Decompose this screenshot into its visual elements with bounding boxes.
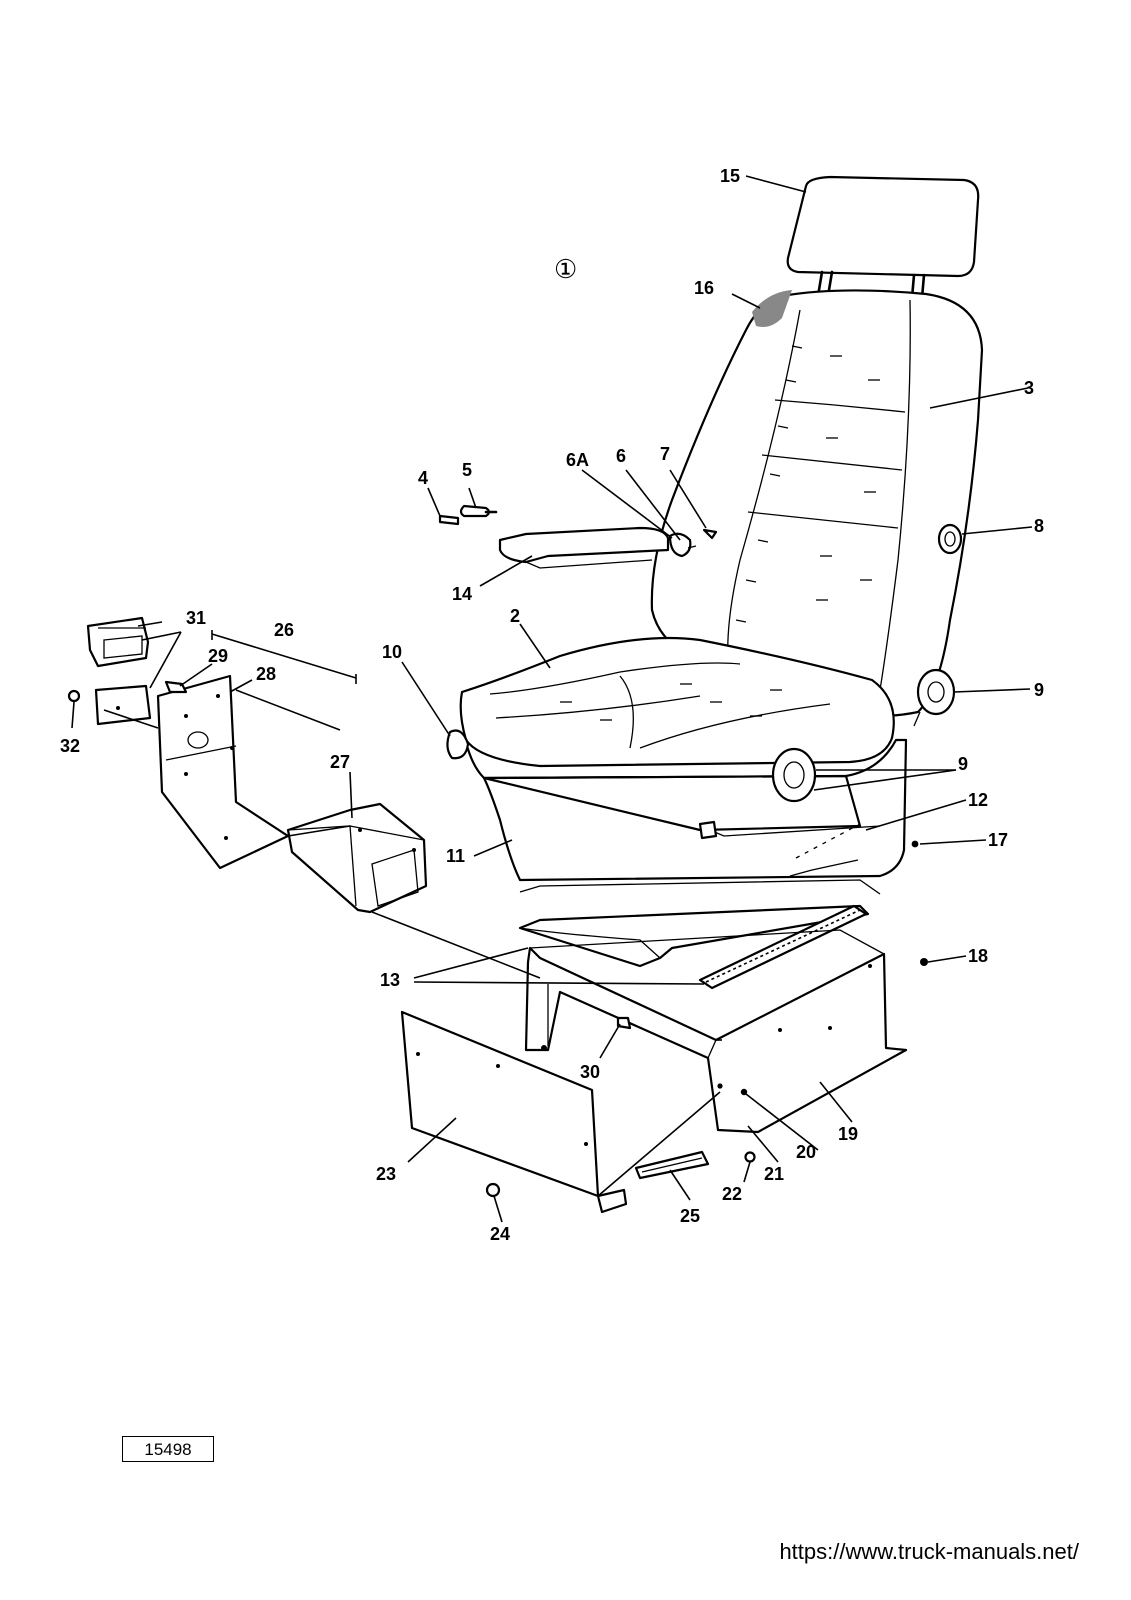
callout-13: 13	[380, 970, 400, 990]
callout-15: 15	[720, 166, 740, 186]
backrest-knob-9	[913, 668, 956, 727]
assembly-lines	[103, 621, 722, 1197]
belt-buckle	[86, 616, 150, 668]
callout-16: 16	[694, 278, 714, 298]
callout-8: 8	[1034, 516, 1044, 536]
callout-9-upper: 9	[1034, 680, 1044, 700]
callout-7: 7	[660, 444, 670, 464]
lever-knob-10	[446, 729, 470, 760]
fasteners	[485, 840, 928, 1214]
height-knob-9	[771, 747, 817, 803]
figure-number-box: 15498	[122, 1436, 214, 1462]
callout-6a: 6A	[566, 450, 589, 470]
callout-3: 3	[1024, 378, 1034, 398]
buckle-plate	[94, 684, 152, 726]
l-bracket	[156, 674, 290, 870]
callout-4: 4	[418, 468, 428, 488]
seat-base	[464, 738, 908, 882]
callout-6: 6	[616, 446, 626, 466]
callout-12: 12	[968, 790, 988, 810]
seat-cushion	[459, 636, 895, 768]
callout-25: 25	[680, 1206, 700, 1226]
callout-19: 19	[838, 1124, 858, 1144]
callout-17: 17	[988, 830, 1008, 850]
callout-24: 24	[490, 1224, 510, 1244]
bracket-box	[286, 802, 428, 914]
leader-lines	[71, 175, 1033, 1223]
callout-18: 18	[968, 946, 988, 966]
armrest-hardware	[438, 504, 718, 540]
callout-labels: ① 15 16 3 4 5 6A 6 7 8 14 2 31 26 29 28 …	[60, 166, 1044, 1244]
callout-10: 10	[382, 642, 402, 662]
callout-23: 23	[376, 1164, 396, 1184]
front-cover-panel	[400, 1010, 600, 1198]
callout-5: 5	[462, 460, 472, 480]
callout-28: 28	[256, 664, 276, 684]
backrest-knob-8	[937, 523, 963, 555]
callout-21: 21	[764, 1164, 784, 1184]
shoulder-trim	[752, 290, 792, 327]
callout-2: 2	[510, 606, 520, 626]
callout-32: 32	[60, 736, 80, 756]
callout-11: 11	[446, 846, 465, 866]
nut-32	[67, 689, 81, 703]
callout-29: 29	[208, 646, 228, 666]
callout-31: 31	[186, 608, 206, 628]
group-number: ①	[554, 254, 577, 284]
backrest	[650, 289, 984, 718]
callout-22: 22	[722, 1184, 742, 1204]
callout-9-lower: 9	[958, 754, 968, 774]
callout-27: 27	[330, 752, 350, 772]
source-url[interactable]: https://www.truck-manuals.net/	[779, 1539, 1079, 1564]
callout-14: 14	[452, 584, 472, 604]
headrest	[786, 175, 980, 300]
callout-26: 26	[274, 620, 294, 640]
callout-20: 20	[796, 1142, 816, 1162]
armrest	[498, 526, 697, 569]
callout-30: 30	[580, 1062, 600, 1082]
slide-rails	[518, 879, 881, 990]
